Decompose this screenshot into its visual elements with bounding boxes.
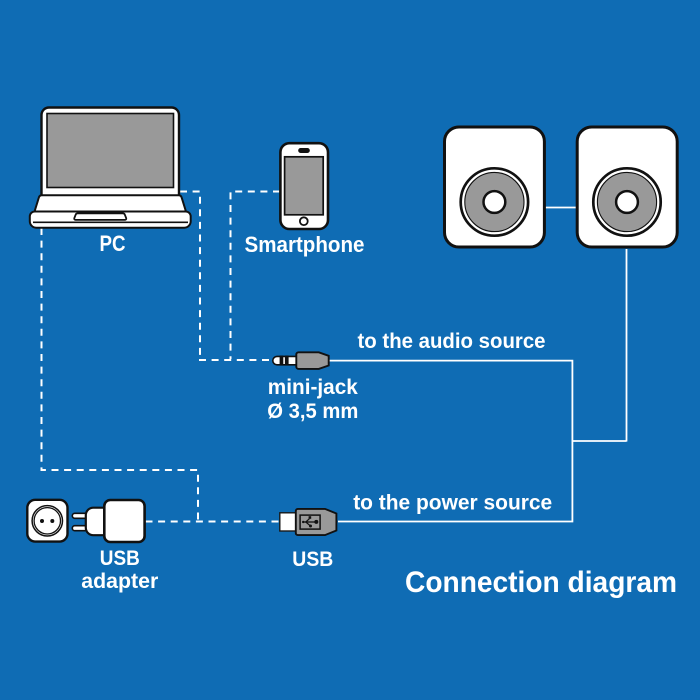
svg-text:Ø 3,5 mm: Ø 3,5 mm (267, 400, 358, 423)
svg-text:to the power source: to the power source (353, 492, 552, 515)
svg-text:Smartphone: Smartphone (245, 232, 365, 257)
svg-text:USB: USB (100, 547, 140, 570)
svg-text:mini-jack: mini-jack (268, 376, 358, 399)
svg-text:PC: PC (100, 231, 126, 256)
svg-text:to the audio source: to the audio source (358, 330, 546, 353)
svg-text:adapter: adapter (81, 570, 158, 593)
svg-text:Connection diagram: Connection diagram (405, 566, 677, 599)
svg-text:USB: USB (292, 548, 333, 571)
